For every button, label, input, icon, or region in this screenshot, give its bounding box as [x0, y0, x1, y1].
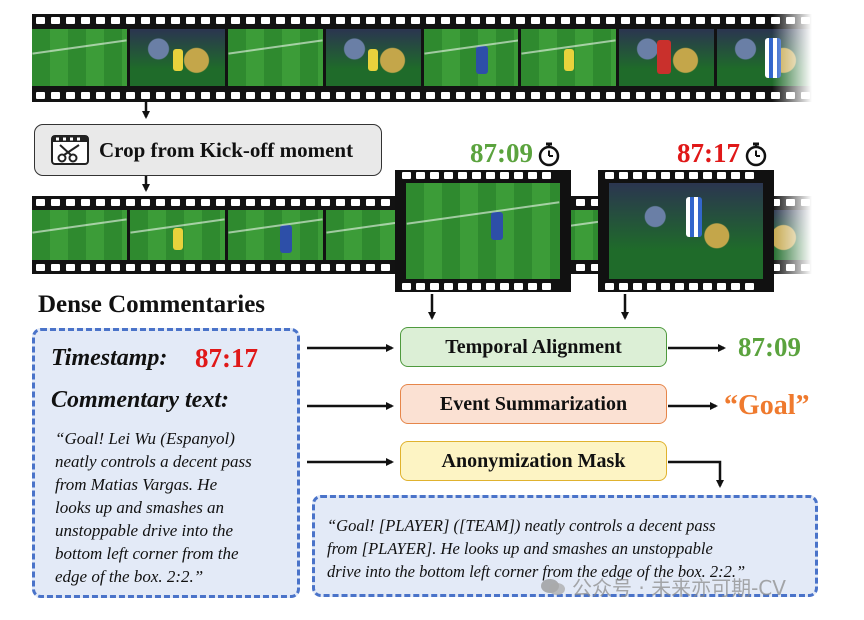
film-holes-top	[398, 171, 564, 180]
video-frames-top	[32, 29, 812, 86]
film-holes-top	[601, 171, 767, 180]
stopwatch-icon	[745, 142, 767, 166]
video-frame	[521, 29, 617, 86]
video-frame	[325, 29, 421, 86]
watermark-text: 公众号 · 未来亦可期-CV	[572, 576, 786, 600]
anonymization-mask-box: Anonymization Mask	[400, 441, 667, 481]
anonymized-text: “Goal! [PLAYER] ([TEAM]) neatly controls…	[327, 514, 745, 583]
video-frame	[619, 29, 715, 86]
video-frame	[32, 29, 127, 86]
temporal-alignment-box: Temporal Alignment	[400, 327, 667, 367]
video-frame	[227, 210, 323, 260]
commentary-line: neatly controls a decent pass	[55, 452, 252, 471]
strip-fade	[772, 196, 812, 274]
anonymized-line: from [PLAYER]. He looks up and smashes a…	[327, 539, 713, 558]
dense-commentaries-title: Dense Commentaries	[38, 291, 266, 318]
commentary-box: Timestamp: 87:17 Commentary text: “Goal!…	[32, 328, 300, 598]
video-frame	[227, 29, 323, 86]
original-video-frame	[609, 183, 763, 279]
strip-fade	[772, 14, 812, 102]
commentary-label: Commentary text:	[51, 387, 229, 413]
summary-output: “Goal”	[724, 390, 810, 421]
timestamp-label: Timestamp:	[51, 345, 168, 371]
stopwatch-icon	[538, 142, 560, 166]
aligned-video-frame	[406, 183, 560, 279]
film-holes-bottom	[601, 282, 767, 291]
timestamp-value: 87:17	[195, 343, 258, 373]
event-summarization-box: Event Summarization	[400, 384, 667, 424]
commentary-line: “Goal! Lei Wu (Espanyol)	[55, 429, 235, 448]
commentary-line: from Matias Vargas. He	[55, 475, 218, 494]
commentary-line: bottom left corner from the	[55, 544, 239, 563]
video-frame	[129, 210, 225, 260]
anonymized-commentary-box: “Goal! [PLAYER] ([TEAM]) neatly controls…	[312, 495, 818, 597]
crop-step-box: Crop from Kick-off moment	[34, 124, 382, 176]
video-frame	[32, 210, 127, 260]
aligned-timestamp: 87:09	[470, 138, 562, 169]
top-film-strip	[32, 14, 812, 102]
alignment-output: 87:09	[738, 332, 801, 362]
commentary-line: unstoppable drive into the	[55, 521, 234, 540]
wechat-icon	[541, 578, 565, 595]
aligned-highlight-frame	[395, 170, 571, 292]
commentary-line: looks up and smashes an	[55, 498, 225, 517]
commentary-line: edge of the box. 2:2.”	[55, 567, 204, 586]
original-timestamp: 87:17	[677, 138, 769, 169]
original-highlight-frame	[598, 170, 774, 292]
anonymized-line: “Goal! [PLAYER] ([TEAM]) neatly controls…	[327, 516, 716, 535]
film-holes-bottom	[32, 91, 812, 100]
aligned-timestamp-value: 87:09	[470, 138, 533, 168]
film-holes-top	[32, 16, 812, 25]
anonymized-line: drive into the bottom left corner from t…	[327, 562, 746, 581]
scissors-film-icon	[51, 135, 89, 165]
commentary-text: “Goal! Lei Wu (Espanyol) neatly controls…	[55, 427, 252, 588]
watermark: 公众号 · 未来亦可期-CV	[540, 572, 786, 601]
video-frame	[129, 29, 225, 86]
video-frame	[423, 29, 519, 86]
crop-step-label: Crop from Kick-off moment	[99, 137, 354, 162]
original-timestamp-value: 87:17	[677, 138, 740, 168]
film-holes-bottom	[398, 282, 564, 291]
